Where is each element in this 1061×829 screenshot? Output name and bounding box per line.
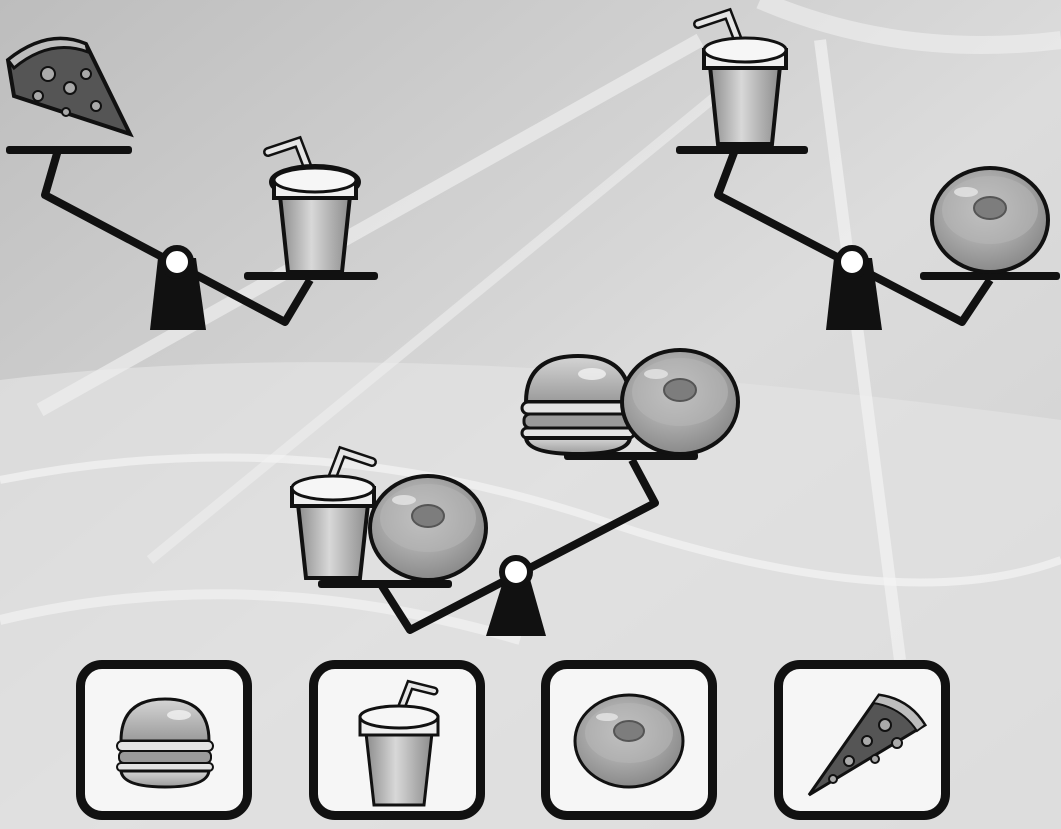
pizza-slice-icon bbox=[809, 695, 925, 795]
answer-choice-pizza[interactable] bbox=[774, 660, 950, 820]
burger-icon bbox=[522, 356, 634, 454]
donut-icon bbox=[932, 168, 1048, 272]
donut-icon bbox=[575, 695, 683, 787]
drink-cup-icon bbox=[360, 685, 438, 805]
burger-icon bbox=[117, 699, 213, 787]
balance-2-pivot bbox=[838, 248, 866, 276]
donut-icon bbox=[622, 350, 738, 454]
balance-1-pivot bbox=[163, 248, 191, 276]
answer-choice-donut[interactable] bbox=[541, 660, 717, 820]
answer-choice-burger[interactable] bbox=[76, 660, 252, 820]
donut-icon bbox=[370, 476, 486, 580]
balance-3-pivot bbox=[502, 558, 530, 586]
balance-2-left-pan bbox=[676, 146, 808, 154]
balance-1-left-pan bbox=[6, 146, 132, 154]
answer-choice-drink[interactable] bbox=[309, 660, 485, 820]
